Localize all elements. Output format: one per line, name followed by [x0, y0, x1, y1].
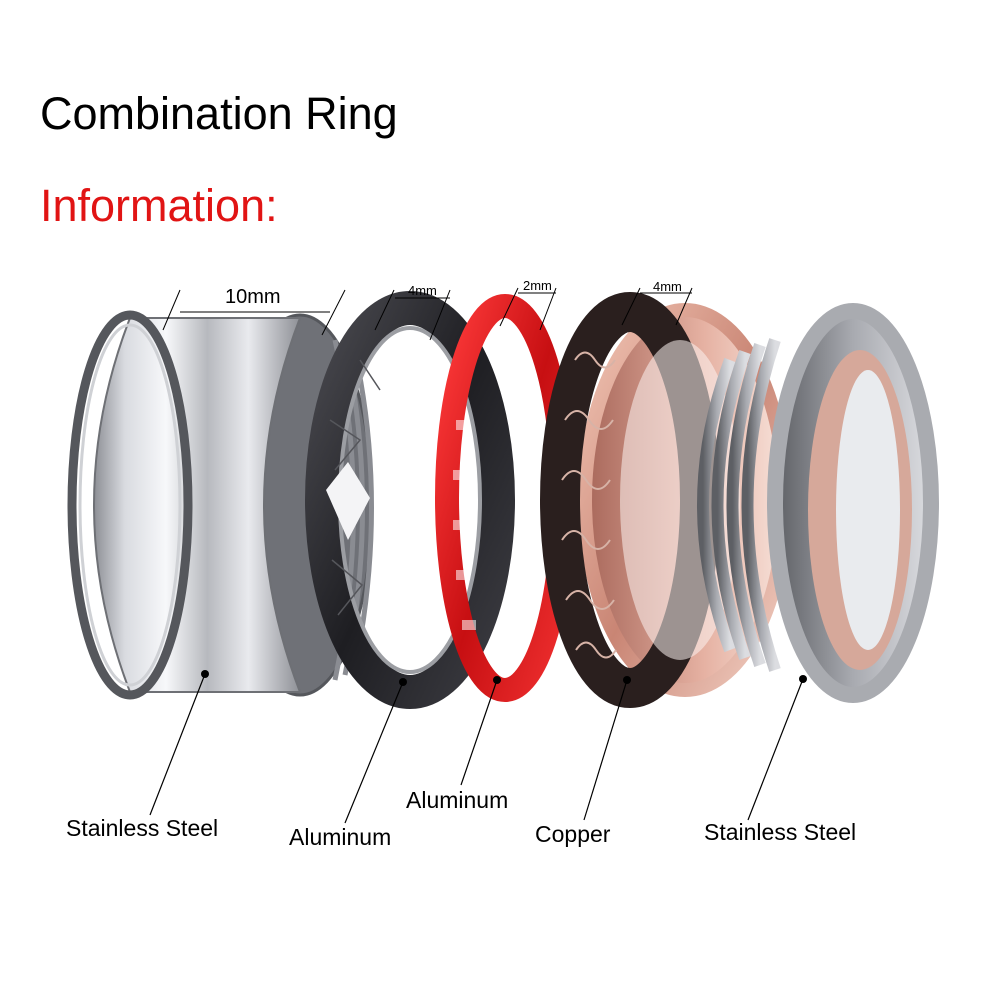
- inner-steel-core: [703, 311, 931, 695]
- label-outer-shell-material: Stainless Steel: [66, 815, 218, 842]
- label-copper-ring-material: Copper: [535, 821, 610, 848]
- dimension-black-ring: 4mm: [408, 283, 437, 298]
- label-inner-core-material: Stainless Steel: [704, 819, 856, 846]
- dimension-copper-ring: 4mm: [653, 279, 682, 294]
- dimension-outer-width: 10mm: [225, 286, 281, 309]
- label-black-ring-material: Aluminum: [289, 824, 391, 851]
- label-red-ring-material: Aluminum: [406, 787, 508, 814]
- dimension-red-ring: 2mm: [523, 278, 552, 293]
